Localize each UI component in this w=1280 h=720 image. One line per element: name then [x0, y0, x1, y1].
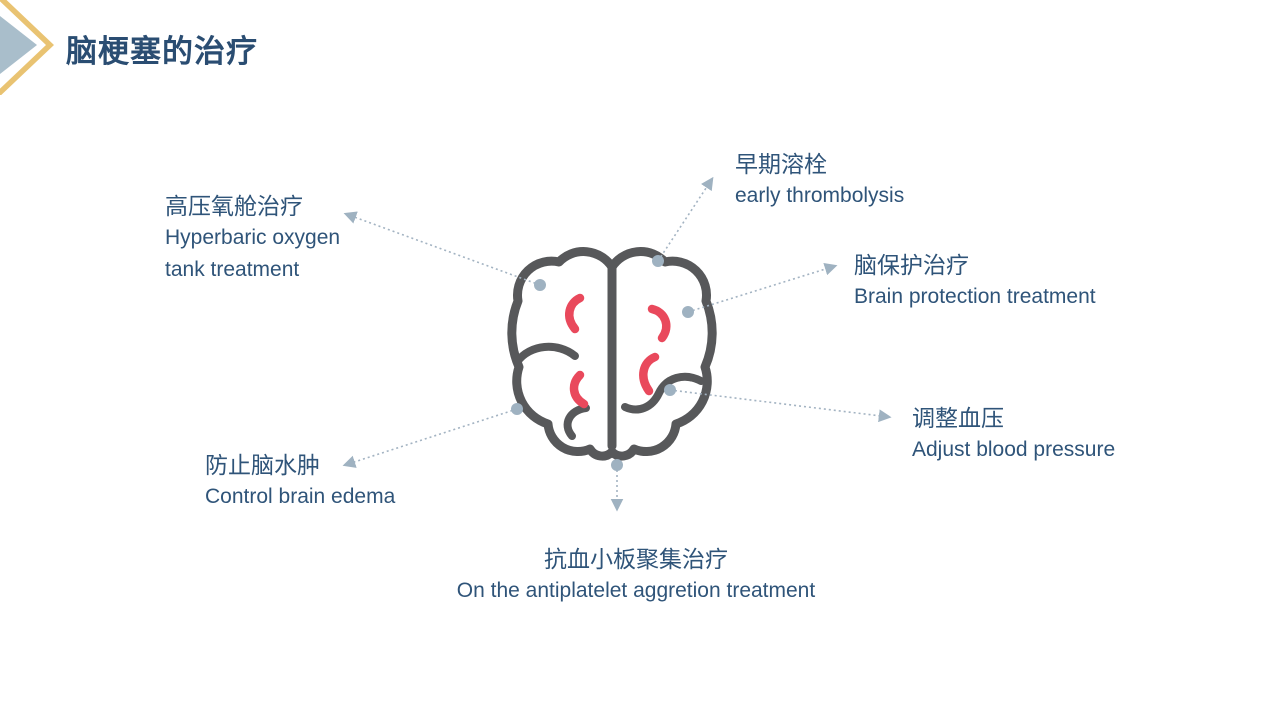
connector-line [669, 389, 892, 423]
node-label-en: Adjust blood pressure [912, 438, 1116, 461]
node-antiplatelet-treatment: 抗血小板聚集治疗 On the antiplatelet aggretion t… [457, 543, 815, 607]
node-label-zh: 抗血小板聚集治疗 [544, 546, 728, 572]
node-hyperbaric-oxygen: 高压氧舱治疗 Hyperbaric oxygen tank treatment [165, 190, 380, 286]
title-bar: 脑梗塞的治疗 [0, 0, 480, 95]
node-label-en: On the antiplatelet aggretion treatment [456, 579, 816, 602]
node-label-zh: 防止脑水肿 [205, 452, 320, 478]
slide-title: 脑梗塞的治疗 [66, 34, 258, 69]
node-label-en: Control brain edema [205, 485, 396, 508]
node-early-thrombolysis: 早期溶栓 early thrombolysis [735, 148, 904, 212]
node-label-zh: 调整血压 [912, 405, 1004, 431]
title-chevron-icon [0, 0, 54, 95]
connector-dot [682, 306, 694, 318]
connector-line [657, 176, 714, 262]
node-label-zh: 脑保护治疗 [854, 252, 969, 278]
node-label-zh: 高压氧舱治疗 [165, 193, 303, 219]
node-brain-protection: 脑保护治疗 Brain protection treatment [854, 249, 1096, 313]
node-label-en: Hyperbaric oxygen tank treatment [165, 226, 341, 281]
connector-dot [652, 255, 664, 267]
node-label-zh: 早期溶栓 [735, 151, 827, 177]
connector-dot [534, 279, 546, 291]
node-adjust-blood-pressure: 调整血压 Adjust blood pressure [912, 402, 1115, 466]
node-label-en: Brain protection treatment [854, 285, 1096, 308]
connector-dot [611, 459, 623, 471]
connector-dot [664, 384, 676, 396]
node-control-brain-edema: 防止脑水肿 Control brain edema [205, 449, 395, 513]
node-label-en: early thrombolysis [735, 184, 905, 207]
connector-line [687, 262, 838, 313]
connector-dot [511, 403, 523, 415]
